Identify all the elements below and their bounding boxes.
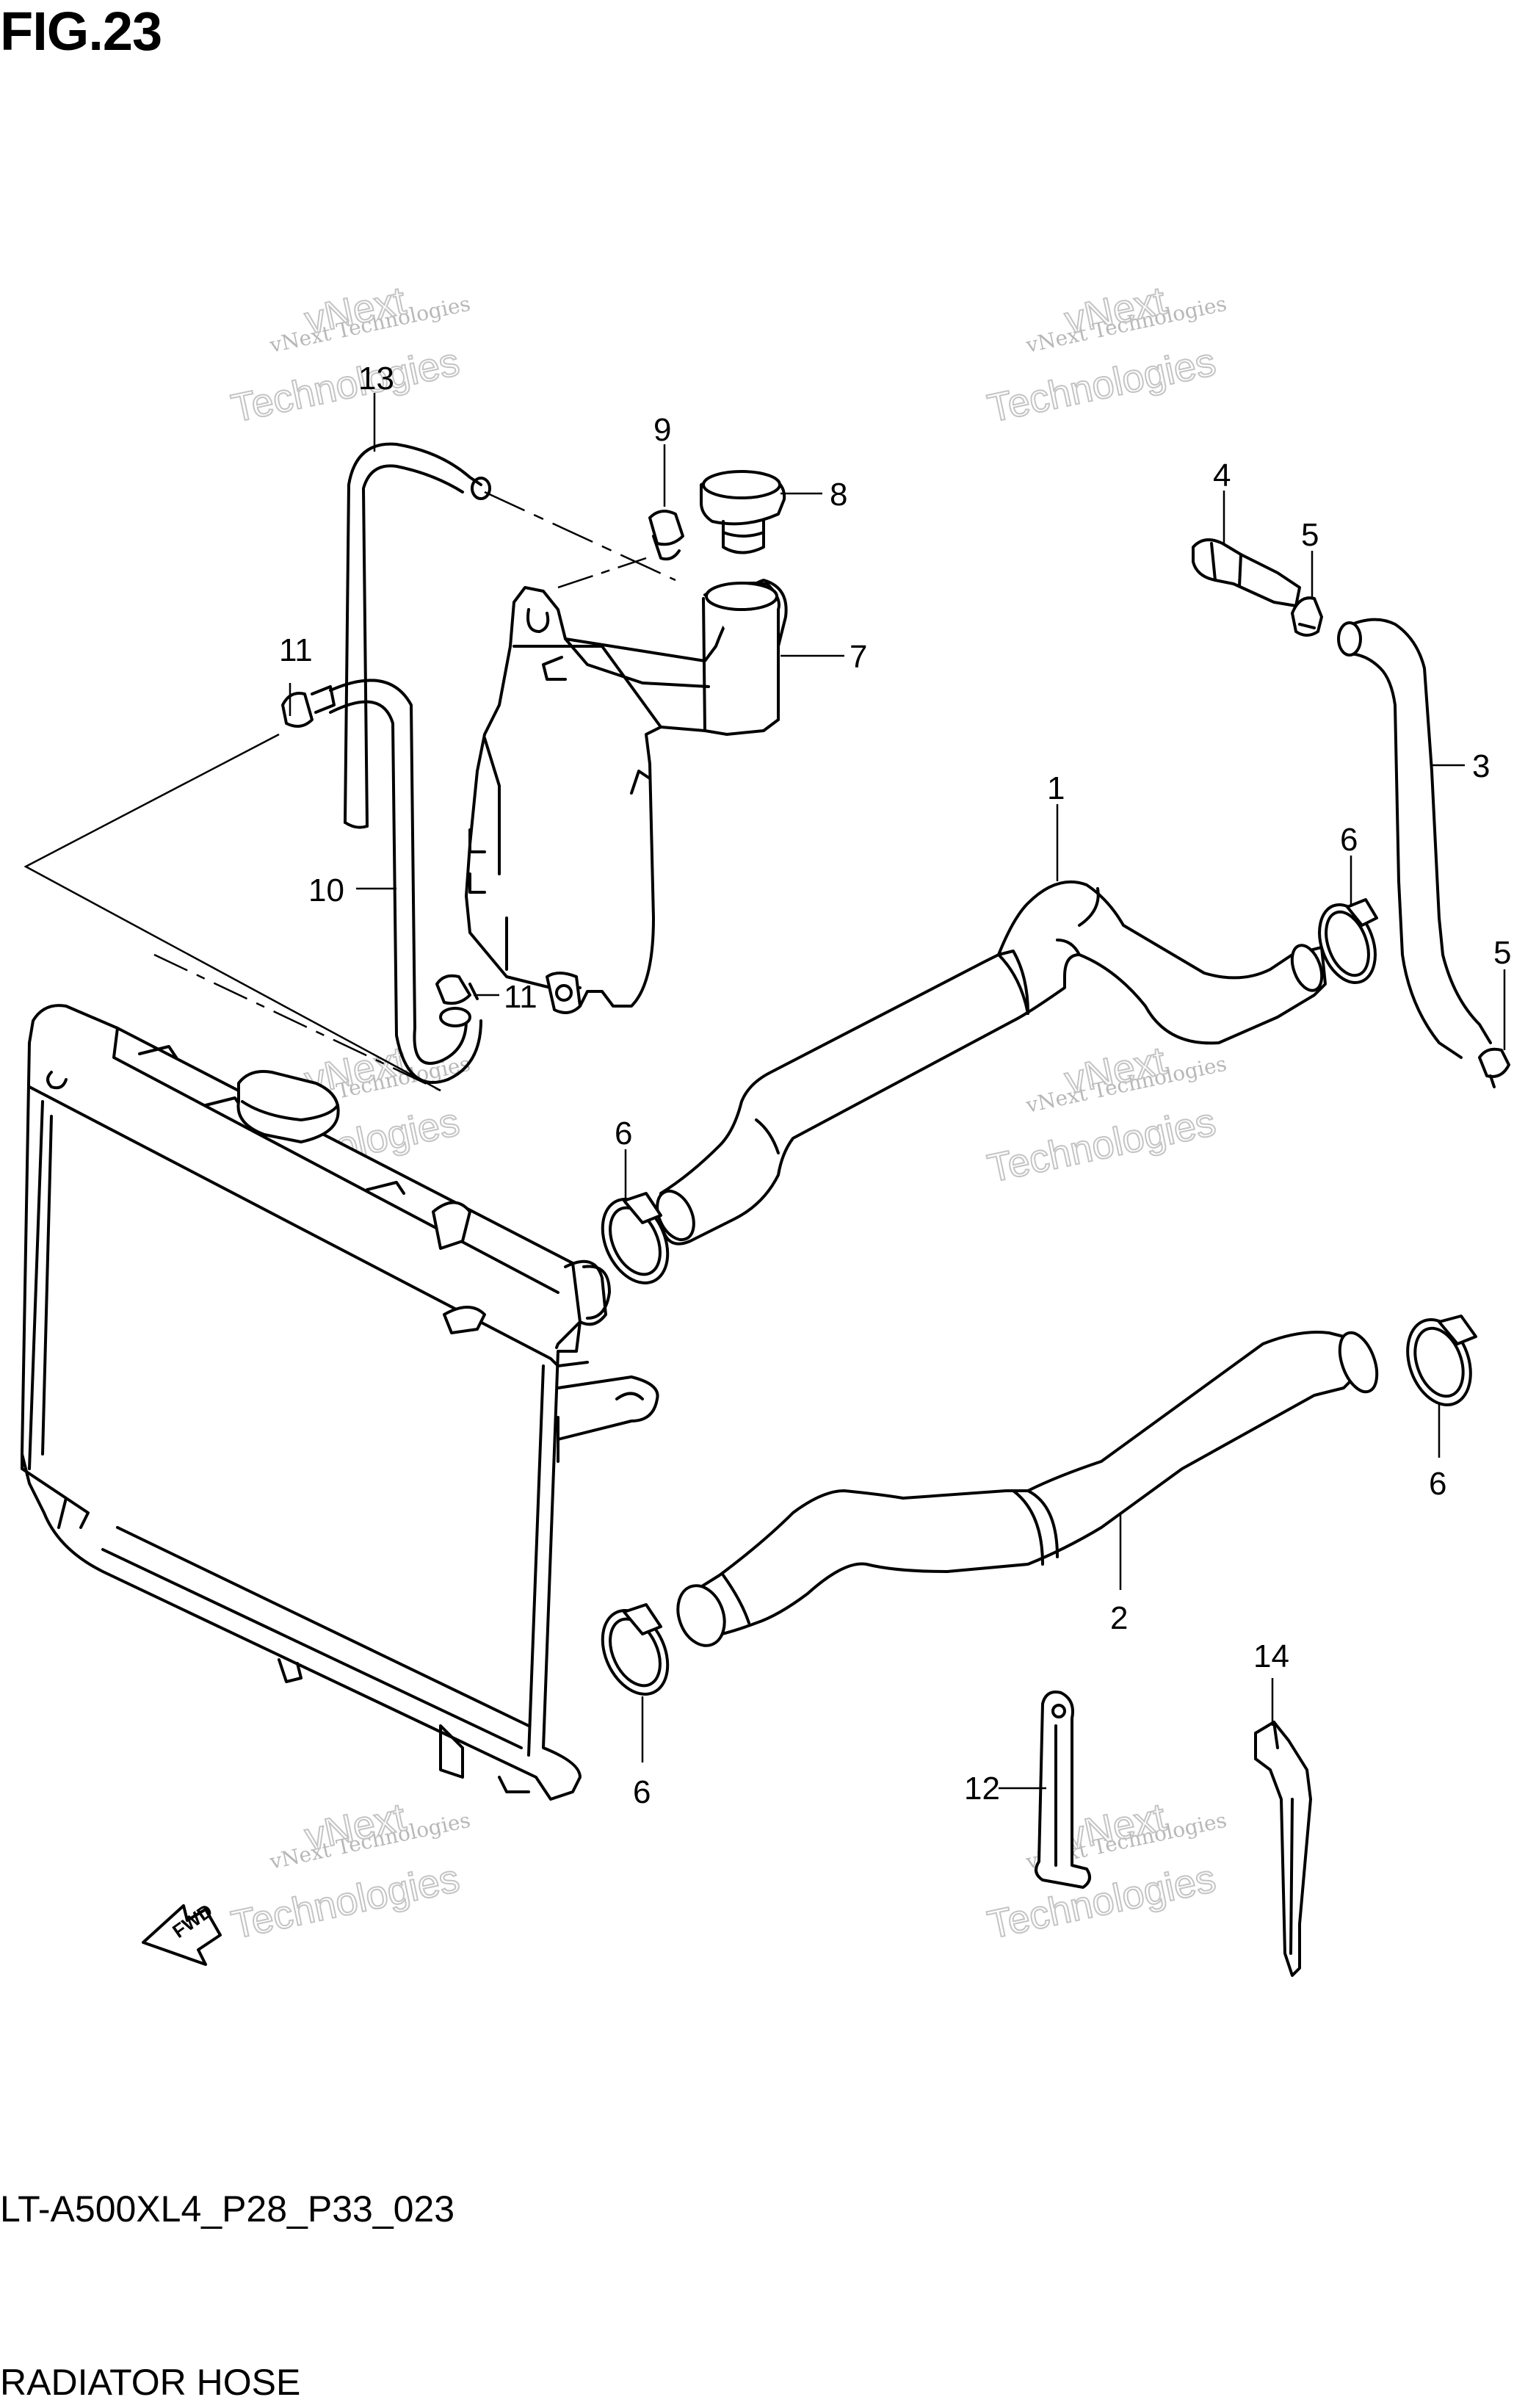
- svg-text:Technologies: Technologies: [984, 340, 1220, 431]
- cable-tie: [1254, 1721, 1312, 1977]
- callout-4: 4: [1213, 458, 1231, 493]
- upper-radiator-hose: [656, 880, 1327, 1245]
- callout-5-upper: 5: [1301, 517, 1319, 553]
- svg-text:Technologies: Technologies: [228, 1856, 463, 1948]
- callout-7: 7: [850, 639, 867, 675]
- svg-text:Technologies: Technologies: [228, 340, 463, 431]
- lower-radiator-hose: [676, 1331, 1379, 1647]
- svg-text:Technologies: Technologies: [984, 1856, 1220, 1948]
- svg-text:vNext: vNext: [301, 1795, 410, 1859]
- hose-clamp-upper-right: [1318, 898, 1378, 985]
- hose-clamp-small-lower: [1478, 1047, 1510, 1088]
- callout-1: 1: [1047, 770, 1065, 806]
- hose-clamp-small-upper: [1291, 596, 1323, 637]
- hose-clamp-upper-left: [601, 1192, 670, 1284]
- callout-5-lower: 5: [1493, 935, 1511, 971]
- callout-6-upper-right: 6: [1340, 822, 1358, 858]
- bypass-hose: [1337, 618, 1492, 1059]
- model-code: LT-A500XL4_P28_P33_023: [0, 2188, 455, 2230]
- callout-14: 14: [1253, 1638, 1289, 1674]
- callout-12: 13: [358, 361, 394, 397]
- callout-11-upper: 11: [279, 632, 313, 668]
- callout-11-lower: 11: [504, 979, 537, 1015]
- svg-text:vNext: vNext: [1061, 1795, 1170, 1859]
- part-name: RADIATOR HOSE: [0, 2362, 301, 2403]
- callout-9: 9: [653, 412, 671, 448]
- hose-holder: [1035, 1691, 1091, 1889]
- figure-title: FIG.23: [0, 1, 162, 62]
- reservoir-tank: [465, 579, 788, 1014]
- breather-hose: [344, 442, 491, 829]
- hose-clamp-lower-right: [1406, 1315, 1477, 1407]
- hose-clip-lower: [435, 974, 479, 1005]
- reference-lines: [23, 491, 676, 1092]
- leader-lines: [289, 393, 1506, 1790]
- svg-text:Technologies: Technologies: [984, 1100, 1220, 1191]
- reservoir-cap: [700, 470, 786, 554]
- callout-6-upper-left: 6: [615, 1116, 632, 1151]
- hose-clamp-lower-left: [601, 1603, 670, 1696]
- overflow-hose: [329, 679, 482, 1084]
- watermark-bottom-right: vNext Technologies vNext Technologies: [983, 1794, 1228, 1948]
- callout-3: 3: [1472, 748, 1490, 784]
- radiator: [21, 1004, 659, 1801]
- watermark-top-left: vNext Technologies vNext Technologies: [227, 278, 472, 431]
- fwd-arrow-icon: [142, 1904, 222, 1966]
- callout-6-lower-left: 6: [633, 1774, 651, 1810]
- watermark-top-right: vNext Technologies vNext Technologies: [983, 278, 1228, 431]
- callout-2: 2: [1110, 1600, 1128, 1636]
- callout-13: 12: [964, 1771, 1000, 1807]
- bleeder-fitting: [1192, 538, 1301, 607]
- watermark-mid-right: vNext Technologies vNext Technologies: [983, 1038, 1228, 1191]
- svg-text:vNext: vNext: [301, 278, 410, 342]
- svg-text:vNext: vNext: [1061, 278, 1170, 342]
- watermark-bottom-left: vNext Technologies vNext Technologies: [227, 1794, 472, 1948]
- callout-labels: 13 9 8 7 4 5 3 5 6 1 11 10 11 6 2 6 6 12…: [279, 361, 1511, 1810]
- bolt: [648, 510, 684, 561]
- callout-8: 8: [830, 477, 847, 513]
- callout-10: 10: [308, 872, 344, 908]
- svg-text:vNext: vNext: [1061, 1038, 1170, 1102]
- callout-6-lower-right: 6: [1429, 1466, 1446, 1502]
